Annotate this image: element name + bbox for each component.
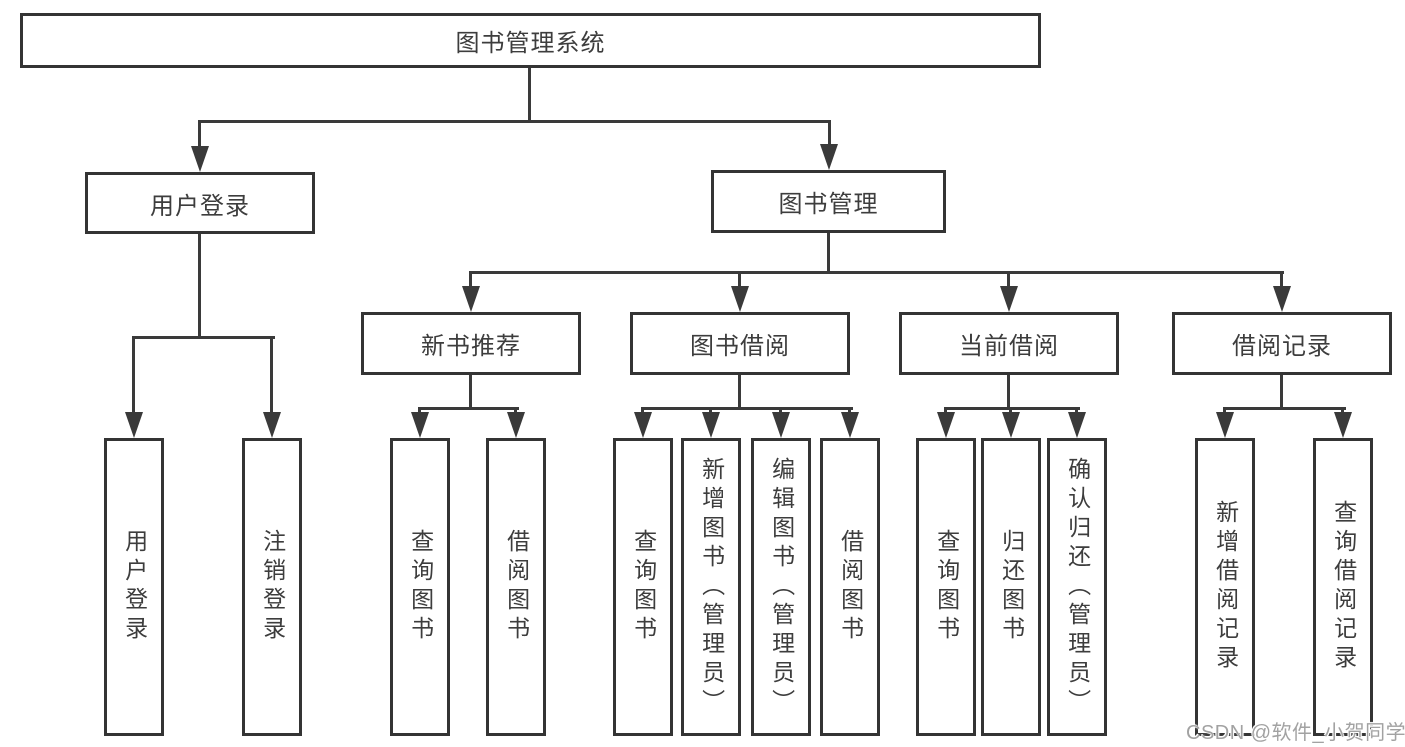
arrowhead-down-icon xyxy=(1002,412,1020,438)
connector-line xyxy=(418,407,421,416)
connector-line xyxy=(944,407,1080,410)
leaf-query-borrow-record: 查询借阅记录 xyxy=(1313,438,1373,736)
leaf-logout: 注销登录 xyxy=(242,438,302,736)
connector-line xyxy=(132,336,135,414)
connector-line xyxy=(199,120,831,123)
leaf-confirm-return-admin: 确认归还（管理员） xyxy=(1047,438,1107,736)
arrowhead-down-icon xyxy=(125,412,143,438)
node-borrowing-records: 借阅记录 xyxy=(1172,312,1392,375)
arrowhead-down-icon xyxy=(937,412,955,438)
arrowhead-down-icon xyxy=(1216,412,1234,438)
connector-line xyxy=(944,407,947,416)
arrowhead-down-icon xyxy=(772,412,790,438)
connector-line xyxy=(270,336,273,414)
arrowhead-down-icon xyxy=(1334,412,1352,438)
arrowhead-down-icon xyxy=(841,412,859,438)
connector-line xyxy=(1009,407,1012,416)
connector-line xyxy=(469,271,1284,274)
arrowhead-down-icon xyxy=(462,286,480,312)
leaf-add-books-admin: 新增图书（管理员） xyxy=(681,438,741,736)
arrowhead-down-icon xyxy=(1273,286,1291,312)
connector-line xyxy=(641,407,644,416)
connector-line xyxy=(418,407,519,410)
arrowhead-down-icon xyxy=(1068,412,1086,438)
arrowhead-down-icon xyxy=(263,412,281,438)
connector-line xyxy=(1223,407,1226,416)
connector-line xyxy=(1075,407,1078,416)
connector-line xyxy=(641,407,853,410)
connector-line xyxy=(828,120,831,146)
connector-line xyxy=(738,375,741,409)
arrowhead-down-icon xyxy=(191,146,209,172)
connector-line xyxy=(198,120,201,148)
arrowhead-down-icon xyxy=(634,412,652,438)
node-system-title: 图书管理系统 xyxy=(20,13,1041,68)
connector-line xyxy=(738,271,741,288)
node-current-borrowing: 当前借阅 xyxy=(899,312,1119,375)
connector-line xyxy=(528,68,531,122)
node-new-book-recommend: 新书推荐 xyxy=(361,312,581,375)
leaf-add-borrow-record: 新增借阅记录 xyxy=(1195,438,1255,736)
connector-line xyxy=(1223,407,1346,410)
connector-line xyxy=(469,375,472,409)
connector-line xyxy=(514,407,517,416)
connector-line xyxy=(848,407,851,416)
leaf-query-books-current: 查询图书 xyxy=(916,438,976,736)
leaf-return-books: 归还图书 xyxy=(981,438,1041,736)
leaf-borrow-books-recommend: 借阅图书 xyxy=(486,438,546,736)
leaf-user-login: 用户登录 xyxy=(104,438,164,736)
node-user-login-group: 用户登录 xyxy=(85,172,315,234)
connector-line xyxy=(709,407,712,416)
connector-line xyxy=(469,271,472,288)
arrowhead-down-icon xyxy=(702,412,720,438)
leaf-query-books-recommend: 查询图书 xyxy=(390,438,450,736)
connector-line xyxy=(198,234,201,338)
leaf-edit-books-admin: 编辑图书（管理员） xyxy=(751,438,811,736)
connector-line xyxy=(1341,407,1344,416)
connector-line xyxy=(1280,271,1283,288)
arrowhead-down-icon xyxy=(411,412,429,438)
arrowhead-down-icon xyxy=(1000,286,1018,312)
connector-line xyxy=(779,407,782,416)
arrowhead-down-icon xyxy=(507,412,525,438)
connector-line xyxy=(827,233,830,273)
node-book-borrowing: 图书借阅 xyxy=(630,312,850,375)
connector-line xyxy=(1007,271,1010,288)
connector-line xyxy=(1007,375,1010,409)
leaf-query-books-borrowing: 查询图书 xyxy=(613,438,673,736)
connector-line xyxy=(133,336,275,339)
node-book-management: 图书管理 xyxy=(711,170,946,233)
arrowhead-down-icon xyxy=(820,144,838,170)
arrowhead-down-icon xyxy=(731,286,749,312)
csdn-watermark: CSDN @软件_小贺同学 xyxy=(1186,722,1405,744)
leaf-borrow-books-borrowing: 借阅图书 xyxy=(820,438,880,736)
connector-line xyxy=(1280,375,1283,409)
